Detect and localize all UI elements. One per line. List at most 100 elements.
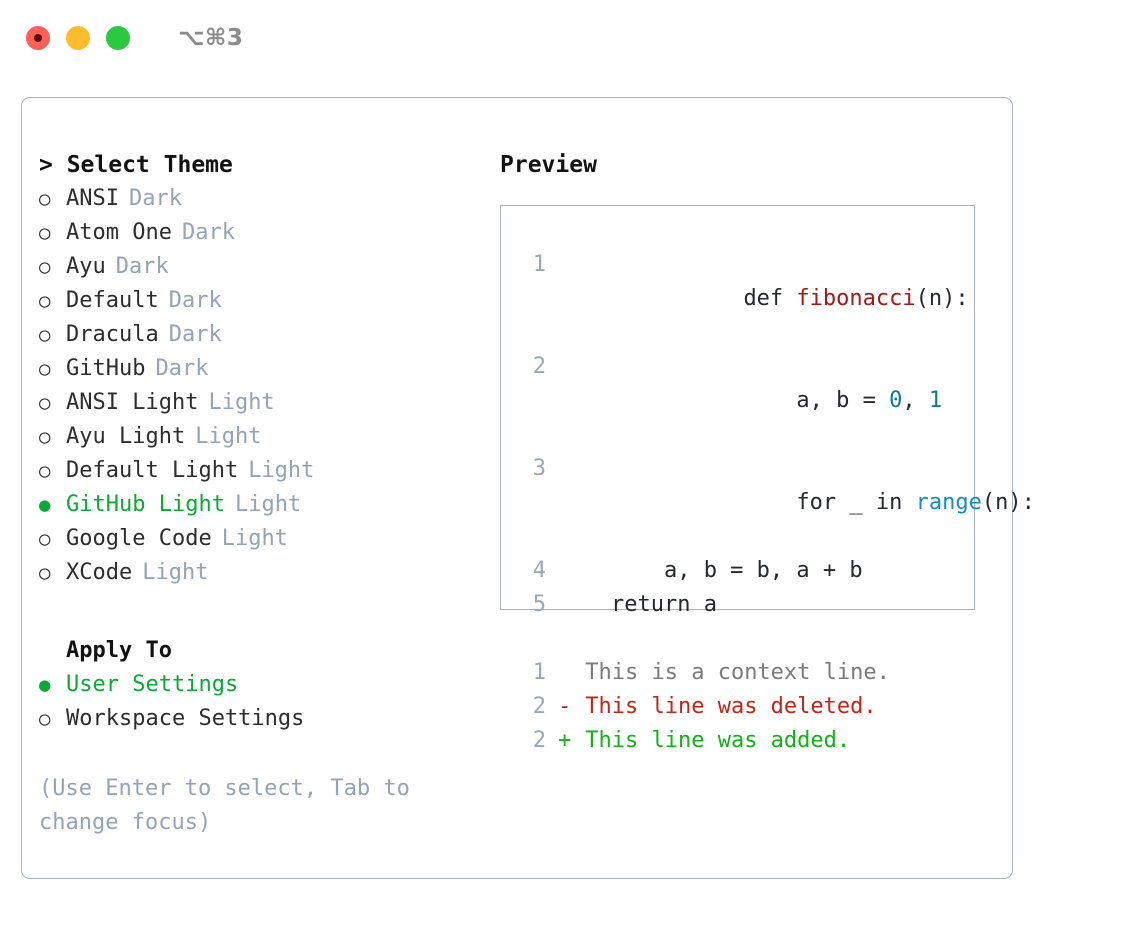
theme-list-item[interactable]: ○ Ayu Dark [39, 250, 469, 284]
diff-text: This line was deleted. [585, 694, 877, 719]
diff-sample: 1 This is a context line. 2 - This line … [518, 656, 966, 758]
line-number: 1 [532, 252, 546, 277]
code-line: 3 for _ in range(n): [518, 452, 1035, 554]
radio-icon: ○ [39, 460, 51, 482]
close-button[interactable] [26, 26, 50, 50]
diff-line-deleted: 2 - This line was deleted. [518, 690, 966, 724]
diff-line-added: 2 + This line was added. [518, 724, 966, 758]
code-line: 1 def fibonacci(n): [518, 248, 969, 350]
theme-name: ANSI Light [66, 390, 199, 415]
code-content: a, b = b, a + b [558, 558, 863, 583]
line-number: 1 [532, 660, 546, 685]
theme-name: Atom One [66, 220, 172, 245]
code-token: (n): [915, 286, 969, 311]
theme-list-item[interactable]: ○ Atom One Dark [39, 216, 469, 250]
line-number: 2 [532, 694, 546, 719]
theme-list: ○ ANSI Dark ○ Atom One Dark ○ Ayu Dark ○… [39, 182, 469, 590]
theme-list-item[interactable]: ○ XCode Light [39, 556, 469, 590]
theme-tag: Light [142, 560, 209, 585]
theme-tag: Dark [168, 322, 222, 347]
theme-list-item[interactable]: ○ Default Light Light [39, 454, 469, 488]
preview-box: 1 def fibonacci(n): 2 a, b = 0, 1 3 [500, 205, 1035, 753]
theme-tag: Light [248, 458, 315, 483]
theme-tag: Dark [155, 356, 209, 381]
diff-text: This line was added. [585, 728, 851, 753]
theme-picker-column: > Select Theme ○ ANSI Dark ○ Atom One Da… [39, 148, 469, 840]
radio-icon: ○ [39, 392, 51, 414]
radio-selected-icon: ● [39, 674, 51, 696]
code-token-function: fibonacci [796, 286, 916, 311]
code-token-number: 0 [889, 388, 903, 413]
line-number: 4 [532, 558, 546, 583]
code-token: for _ in [743, 490, 916, 515]
code-content: a, b = 0, 1 [558, 350, 942, 452]
apply-to-label: User Settings [66, 672, 239, 697]
theme-list-item-selected[interactable]: ● GitHub Light Light [39, 488, 469, 522]
radio-icon: ○ [39, 358, 51, 380]
line-number: 2 [532, 354, 546, 379]
theme-name: Default [66, 288, 159, 313]
theme-list-item[interactable]: ○ Dracula Dark [39, 318, 469, 352]
theme-tag: Dark [115, 254, 169, 279]
minimize-button[interactable] [66, 26, 90, 50]
code-token: a, b = [743, 388, 890, 413]
preview-header: Preview [500, 152, 597, 178]
radio-icon: ○ [39, 324, 51, 346]
theme-list-item[interactable]: ○ Default Dark [39, 284, 469, 318]
theme-tag: Dark [128, 186, 182, 211]
apply-to-option[interactable]: ○ Workspace Settings [39, 702, 469, 736]
code-content: return a [558, 592, 717, 617]
theme-tag: Light [221, 526, 288, 551]
traffic-lights [26, 26, 130, 50]
theme-name: XCode [66, 560, 133, 585]
apply-to-label: Workspace Settings [66, 706, 305, 731]
code-line: 4 a, b = b, a + b [518, 554, 966, 588]
theme-name: Ayu [66, 254, 106, 279]
theme-list-item[interactable]: ○ Google Code Light [39, 522, 469, 556]
theme-list-item[interactable]: ○ ANSI Dark [39, 182, 469, 216]
theme-tag: Dark [181, 220, 235, 245]
theme-tag: Light [195, 424, 262, 449]
theme-name: GitHub Light [66, 492, 225, 517]
theme-name: Dracula [66, 322, 159, 347]
radio-icon: ○ [39, 708, 51, 730]
theme-list-item[interactable]: ○ Ayu Light Light [39, 420, 469, 454]
keyboard-shortcut-label: ⌥⌘3 [178, 25, 244, 51]
radio-icon: ○ [39, 256, 51, 278]
select-theme-header: > Select Theme [39, 152, 233, 178]
radio-selected-icon: ● [39, 494, 51, 516]
code-line: 5 return a [518, 588, 966, 622]
line-number: 3 [532, 456, 546, 481]
code-line: 2 a, b = 0, 1 [518, 350, 966, 452]
radio-icon: ○ [39, 426, 51, 448]
keyboard-hint-text: (Use Enter to select, Tab to change focu… [39, 776, 410, 835]
radio-icon: ○ [39, 290, 51, 312]
code-token: def [743, 286, 797, 311]
line-number: 5 [532, 592, 546, 617]
code-sample: 1 def fibonacci(n): 2 a, b = 0, 1 3 [518, 248, 1035, 758]
title-bar: ⌥⌘3 [0, 0, 1140, 76]
radio-icon: ○ [39, 528, 51, 550]
theme-tag: Light [208, 390, 275, 415]
radio-icon: ○ [39, 222, 51, 244]
theme-tag: Light [234, 492, 302, 517]
diff-sign: - [558, 694, 572, 719]
zoom-button[interactable] [106, 26, 130, 50]
theme-name: Google Code [66, 526, 212, 551]
apply-to-section: Apply To ● User Settings ○ Workspace Set… [39, 634, 469, 736]
diff-line-context: 1 This is a context line. [518, 656, 966, 690]
theme-list-item[interactable]: ○ ANSI Light Light [39, 386, 469, 420]
theme-name: ANSI [66, 186, 119, 211]
apply-to-option-selected[interactable]: ● User Settings [39, 668, 469, 702]
code-content: def fibonacci(n): [558, 248, 969, 350]
radio-icon: ○ [39, 562, 51, 584]
recording-dot-icon [34, 34, 42, 42]
line-number: 2 [532, 728, 546, 753]
diff-sign: + [558, 728, 572, 753]
theme-tag: Dark [168, 288, 222, 313]
code-token-call: range [915, 490, 982, 515]
code-token: , [902, 388, 929, 413]
theme-name: Default Light [66, 458, 239, 483]
theme-name: GitHub [66, 356, 146, 381]
theme-list-item[interactable]: ○ GitHub Dark [39, 352, 469, 386]
